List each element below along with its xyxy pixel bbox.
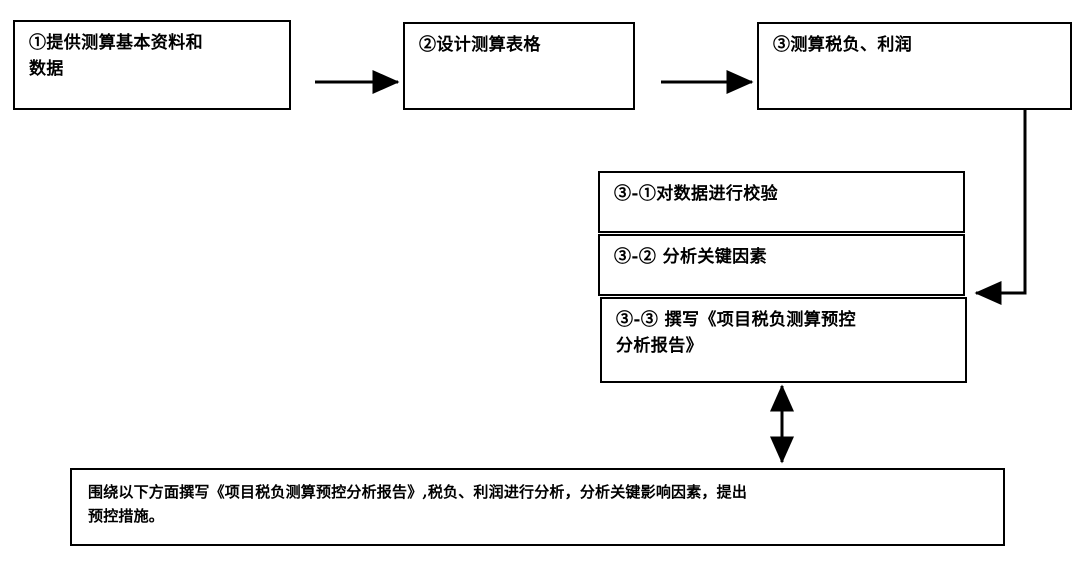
process-box-substep-3-2[interactable]: ③-② 分析关键因素 bbox=[598, 234, 965, 296]
note-box-report-scope[interactable]: 围绕以下方面撰写《项目税负测算预控分析报告》,税负、利润进行分析，分析关键影响因… bbox=[70, 468, 1005, 546]
process-box-substep-3-3[interactable]: ③-③ 撰写《项目税负测算预控 分析报告》 bbox=[600, 297, 967, 383]
elbow-step3-to-substeps bbox=[974, 110, 1027, 305]
process-box-step-3[interactable]: ③测算税负、利润 bbox=[757, 22, 1072, 110]
process-box-step-1[interactable]: ①提供测算基本资料和 数据 bbox=[13, 20, 291, 110]
process-box-step-2[interactable]: ②设计测算表格 bbox=[403, 22, 635, 110]
process-box-substep-3-1[interactable]: ③-①对数据进行校验 bbox=[598, 171, 965, 233]
